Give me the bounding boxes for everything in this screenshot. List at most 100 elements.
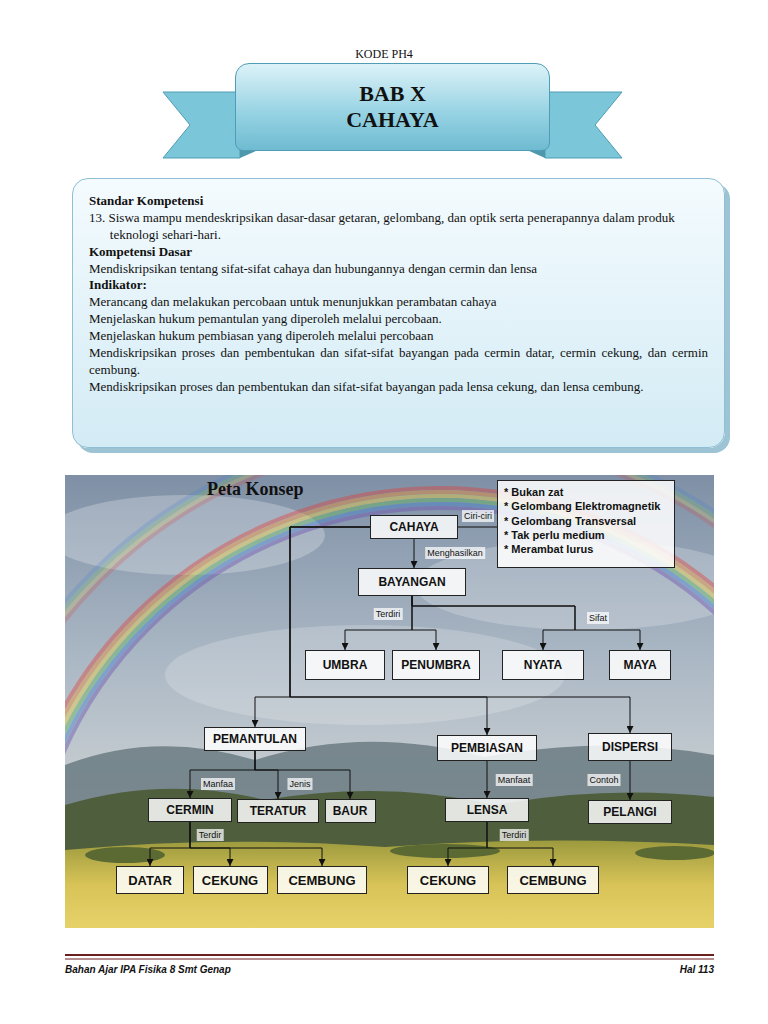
field: [65, 840, 714, 928]
concept-text: PEMBIASAN: [451, 741, 523, 755]
rule-line: [65, 959, 714, 960]
concept-text: PENUMBRA: [401, 658, 470, 672]
connector-label: Menghasilkan: [425, 547, 485, 559]
connector-label: Manfaat: [496, 774, 533, 786]
connector: [255, 751, 350, 799]
chapter-banner: BAB XCAHAYA: [235, 63, 550, 151]
concept-text: MAYA: [623, 658, 656, 672]
competency-panel: Standar Kompetensi13. Siswa mampu mendes…: [72, 178, 725, 448]
concept-box: CAHAYA: [370, 515, 458, 539]
concept-box: CEKUNG: [407, 866, 489, 894]
concept-text: TERATUR: [250, 804, 306, 818]
concept-text: BAYANGAN: [378, 575, 445, 589]
connector: [448, 822, 487, 866]
hills: [65, 789, 714, 928]
panel-text: Merancang dan melakukan percobaan untuk …: [89, 294, 708, 311]
concept-text: DATAR: [128, 873, 172, 888]
banner-text: CAHAYA: [346, 107, 439, 133]
characteristic-item: * Tak perlu medium: [504, 528, 668, 542]
connector-label: Sifat: [587, 612, 609, 624]
concept-text: PELANGI: [603, 805, 656, 819]
secondary-rainbow: [65, 475, 714, 928]
footer-text: Hal 113: [680, 964, 714, 975]
concept-box: PENUMBRA: [392, 650, 480, 680]
concept-box: NYATA: [502, 650, 584, 680]
concept-box: PEMANTULAN: [204, 727, 306, 751]
concept-text: CEMBUNG: [519, 873, 586, 888]
connector-label: Contoh: [587, 774, 620, 786]
connector-label: Ciri-ciri: [462, 510, 494, 522]
concept-text: CERMIN: [166, 803, 213, 817]
rainbow-band: [65, 475, 714, 928]
concept-box: CEMBUNG: [277, 866, 367, 894]
connector: [150, 822, 190, 866]
rainbow-band: [65, 475, 714, 928]
panel-text: Menjelaskan hukum pembiasan yang diperol…: [89, 328, 708, 345]
connector: [190, 822, 322, 866]
footer-text: Bahan Ajar IPA Fisika 8 Smt Genap: [65, 964, 231, 975]
rainbow-band: [65, 508, 714, 928]
concept-box: PEMBIASAN: [437, 735, 537, 761]
connector: [412, 596, 436, 650]
concept-text: PEMANTULAN: [213, 732, 297, 746]
characteristic-item: * Gelombang Transversal: [504, 514, 668, 528]
characteristic-item: * Gelombang Elektromagnetik: [504, 499, 668, 513]
map-title: Peta Konsep: [207, 479, 304, 500]
concept-text: CAHAYA: [389, 520, 438, 534]
connector: [190, 822, 230, 866]
connector-label: Terdir: [197, 829, 224, 841]
panel-text: Menjelaskan hukum pemantulan yang dipero…: [89, 311, 708, 328]
connector: [487, 761, 488, 798]
panel-text: Mendiskripsikan tentang sifat-sifat caha…: [89, 261, 708, 278]
connector: [487, 822, 553, 866]
concept-box: CERMIN: [148, 798, 232, 822]
characteristics-box: * Bukan zat* Gelombang Elektromagnetik* …: [497, 480, 675, 568]
connector: [345, 596, 412, 650]
panel-text: Standar Kompetensi: [89, 193, 708, 210]
concept-text: NYATA: [524, 658, 562, 672]
concept-text: CEKUNG: [420, 873, 476, 888]
panel-text: Mendiskripsikan proses dan pembentukan d…: [89, 379, 708, 396]
concept-box: DISPERSI: [588, 733, 672, 761]
chapter-code: KODE PH4: [355, 47, 413, 62]
concept-box: UMBRA: [305, 650, 385, 680]
connector: [255, 751, 278, 799]
concept-text: BAUR: [333, 804, 368, 818]
rainbow-band: [65, 475, 714, 928]
rule-line: [65, 954, 714, 956]
concept-box: CEKUNG: [193, 866, 268, 894]
connector: [630, 761, 631, 800]
concept-box: PELANGI: [588, 800, 672, 824]
concept-box: TERATUR: [237, 799, 319, 823]
characteristic-item: * Merambat lurus: [504, 542, 668, 556]
connector: [190, 751, 255, 798]
panel-text: 13. Siswa mampu mendeskripsikan dasar-da…: [89, 210, 708, 244]
connector-label: Jenis: [287, 778, 312, 790]
concept-box: CEMBUNG: [507, 866, 599, 894]
concept-box: LENSA: [445, 798, 529, 822]
connector: [412, 596, 640, 650]
connector-label: Terdiri: [374, 608, 403, 620]
ribbon-tail: [163, 92, 240, 158]
connector: [412, 596, 575, 650]
shrub: [85, 847, 165, 863]
connector-label: Manfaa: [201, 778, 235, 790]
shrub: [390, 844, 500, 858]
concept-box: BAYANGAN: [358, 568, 466, 596]
rainbow-band: [65, 475, 714, 928]
concept-text: UMBRA: [323, 658, 368, 672]
connector: [290, 527, 487, 735]
connector: [458, 527, 497, 528]
concept-text: DISPERSI: [602, 740, 658, 754]
connector: [414, 539, 415, 568]
concept-box: BAUR: [325, 799, 376, 823]
panel-text: Indikator:: [89, 277, 708, 294]
characteristic-item: * Bukan zat: [504, 485, 668, 499]
concept-box: MAYA: [609, 650, 671, 680]
concept-text: CEKUNG: [202, 873, 258, 888]
ribbon-tail: [545, 92, 622, 158]
banner-text: BAB X: [359, 81, 426, 107]
panel-text: Mendiskripsikan proses dan pembentukan d…: [89, 345, 708, 379]
